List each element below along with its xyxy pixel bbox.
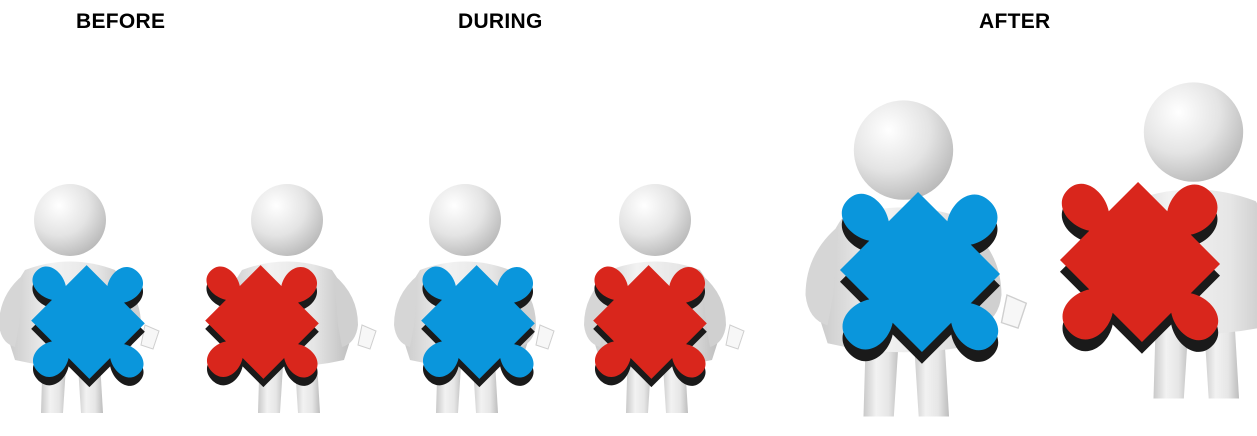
during-red-figure	[545, 184, 756, 431]
before-red-figure	[157, 184, 376, 431]
during-blue-figure	[373, 184, 584, 431]
after-blue-figure	[772, 100, 1069, 426]
after-red-figure	[992, 82, 1257, 416]
before-blue-figure	[0, 184, 193, 431]
